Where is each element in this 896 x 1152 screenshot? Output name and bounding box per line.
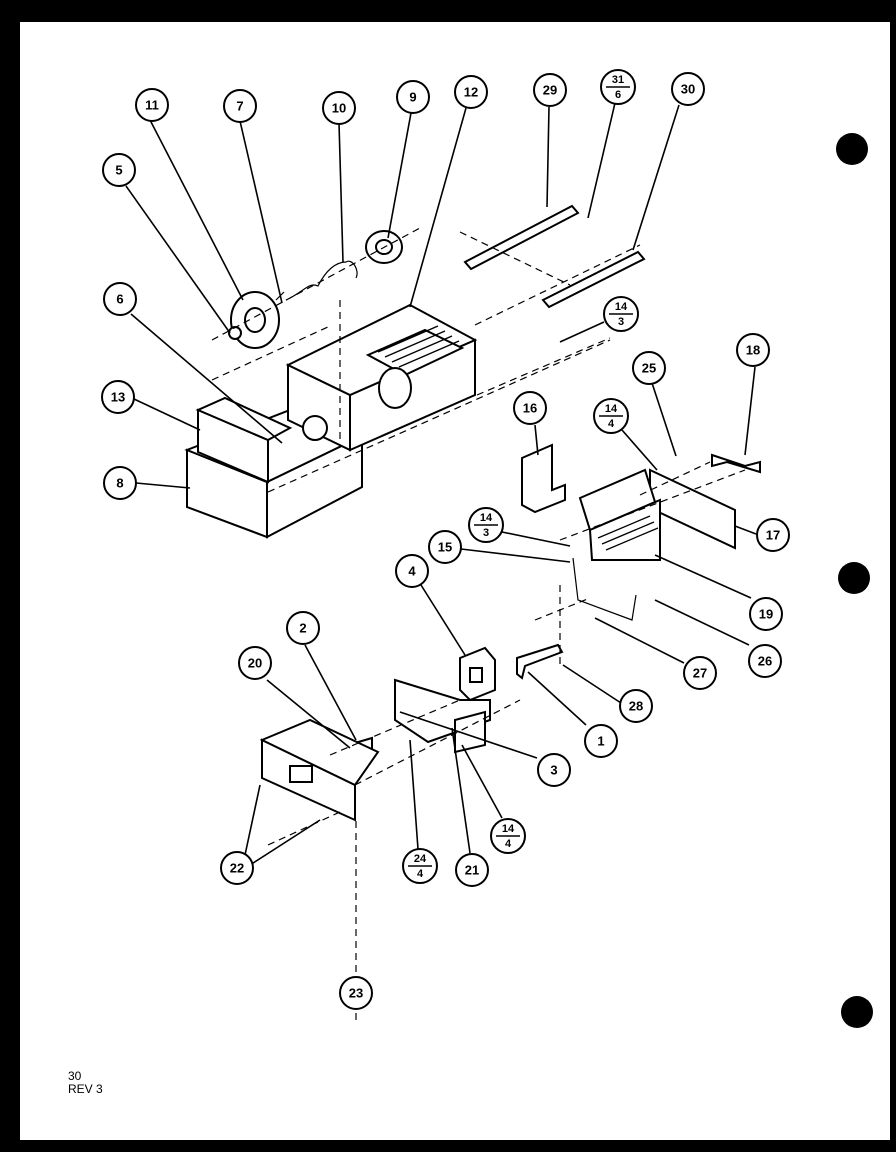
callout-29: 29 <box>533 73 567 107</box>
callout-8: 8 <box>103 466 137 500</box>
svg-text:13: 13 <box>111 390 125 405</box>
part-motor <box>459 646 496 702</box>
callout-7: 7 <box>223 89 257 123</box>
callout-25: 25 <box>632 351 666 385</box>
svg-text:8: 8 <box>116 476 123 491</box>
svg-text:19: 19 <box>759 607 773 622</box>
callout-14-4a: 144 <box>593 398 629 434</box>
callout-11: 11 <box>135 88 169 122</box>
callout-30: 30 <box>671 72 705 106</box>
svg-text:4: 4 <box>608 418 615 430</box>
svg-text:17: 17 <box>766 528 780 543</box>
part-spring-and-ring <box>289 230 403 299</box>
svg-text:4: 4 <box>417 868 424 880</box>
callout-15: 15 <box>428 530 462 564</box>
callout-10: 10 <box>322 91 356 125</box>
svg-text:14: 14 <box>605 403 618 415</box>
part-lower-cover <box>259 718 380 822</box>
svg-text:6: 6 <box>116 292 123 307</box>
callout-16: 16 <box>513 391 547 425</box>
binder-hole-top <box>836 133 868 165</box>
svg-text:18: 18 <box>746 343 760 358</box>
svg-text:6: 6 <box>615 89 621 101</box>
svg-text:20: 20 <box>248 656 262 671</box>
page-number: 30 <box>68 1069 82 1083</box>
parts-art <box>184 204 761 1020</box>
callout-24-4: 244 <box>402 848 438 884</box>
svg-text:30: 30 <box>681 82 695 97</box>
diagram-sheet <box>20 22 890 1140</box>
callout-27: 27 <box>683 656 717 690</box>
svg-text:21: 21 <box>465 863 479 878</box>
callout-14-4b: 144 <box>490 818 526 854</box>
callout-20: 20 <box>238 646 272 680</box>
svg-text:14: 14 <box>502 823 515 835</box>
svg-text:4: 4 <box>505 838 512 850</box>
part-switch-bracket <box>516 643 564 680</box>
page-footer: 30 REV 3 <box>68 1070 103 1096</box>
callout-17: 17 <box>756 518 790 552</box>
svg-text:11: 11 <box>145 98 159 113</box>
svg-text:28: 28 <box>629 699 643 714</box>
svg-text:14: 14 <box>480 512 493 524</box>
svg-text:23: 23 <box>349 986 363 1001</box>
svg-text:14: 14 <box>615 301 628 313</box>
callout-18: 18 <box>736 333 770 367</box>
callout-14-3b: 143 <box>468 507 504 543</box>
part-bracket-18 <box>711 453 761 474</box>
callout-14-3a: 143 <box>603 296 639 332</box>
part-ice-maker-assembly <box>578 468 736 561</box>
part-rails <box>463 204 646 309</box>
svg-text:25: 25 <box>642 361 656 376</box>
callout-9: 9 <box>396 80 430 114</box>
svg-text:3: 3 <box>483 527 489 539</box>
alignment-lines <box>211 227 746 1020</box>
callout-28: 28 <box>619 689 653 723</box>
callout-13: 13 <box>101 380 135 414</box>
callout-23: 23 <box>339 976 373 1010</box>
svg-text:12: 12 <box>464 85 478 100</box>
callout-21: 21 <box>455 853 489 887</box>
part-motor-hub <box>228 291 285 349</box>
part-ice-mold-housing <box>285 303 478 452</box>
svg-text:24: 24 <box>414 853 427 865</box>
svg-text:3: 3 <box>618 316 624 328</box>
callout-6: 6 <box>103 282 137 316</box>
svg-text:16: 16 <box>523 401 537 416</box>
callout-19: 19 <box>749 597 783 631</box>
binder-hole-middle <box>838 562 870 594</box>
svg-text:31: 31 <box>612 74 624 86</box>
svg-text:26: 26 <box>758 654 772 669</box>
callout-1: 1 <box>584 724 618 758</box>
callout-2: 2 <box>286 611 320 645</box>
callout-12: 12 <box>454 75 488 109</box>
part-bracket-16 <box>521 443 566 514</box>
callout-4: 4 <box>395 554 429 588</box>
callout-5: 5 <box>102 153 136 187</box>
callout-3: 3 <box>537 753 571 787</box>
callout-26: 26 <box>748 644 782 678</box>
svg-text:1: 1 <box>597 734 604 749</box>
svg-text:22: 22 <box>230 861 244 876</box>
svg-text:15: 15 <box>438 540 452 555</box>
callout-31-6: 316 <box>600 69 636 105</box>
callout-22: 22 <box>220 851 254 885</box>
svg-text:2: 2 <box>299 621 306 636</box>
leader-lines <box>125 102 757 866</box>
svg-text:27: 27 <box>693 666 707 681</box>
part-wire-arm <box>572 557 637 621</box>
svg-text:29: 29 <box>543 83 557 98</box>
svg-text:7: 7 <box>236 99 243 114</box>
svg-text:3: 3 <box>550 763 557 778</box>
svg-text:4: 4 <box>408 564 416 579</box>
svg-text:5: 5 <box>115 163 122 178</box>
svg-text:9: 9 <box>409 90 416 105</box>
revision-label: REV 3 <box>68 1082 103 1096</box>
binder-hole-bottom <box>841 996 873 1028</box>
svg-text:10: 10 <box>332 101 346 116</box>
